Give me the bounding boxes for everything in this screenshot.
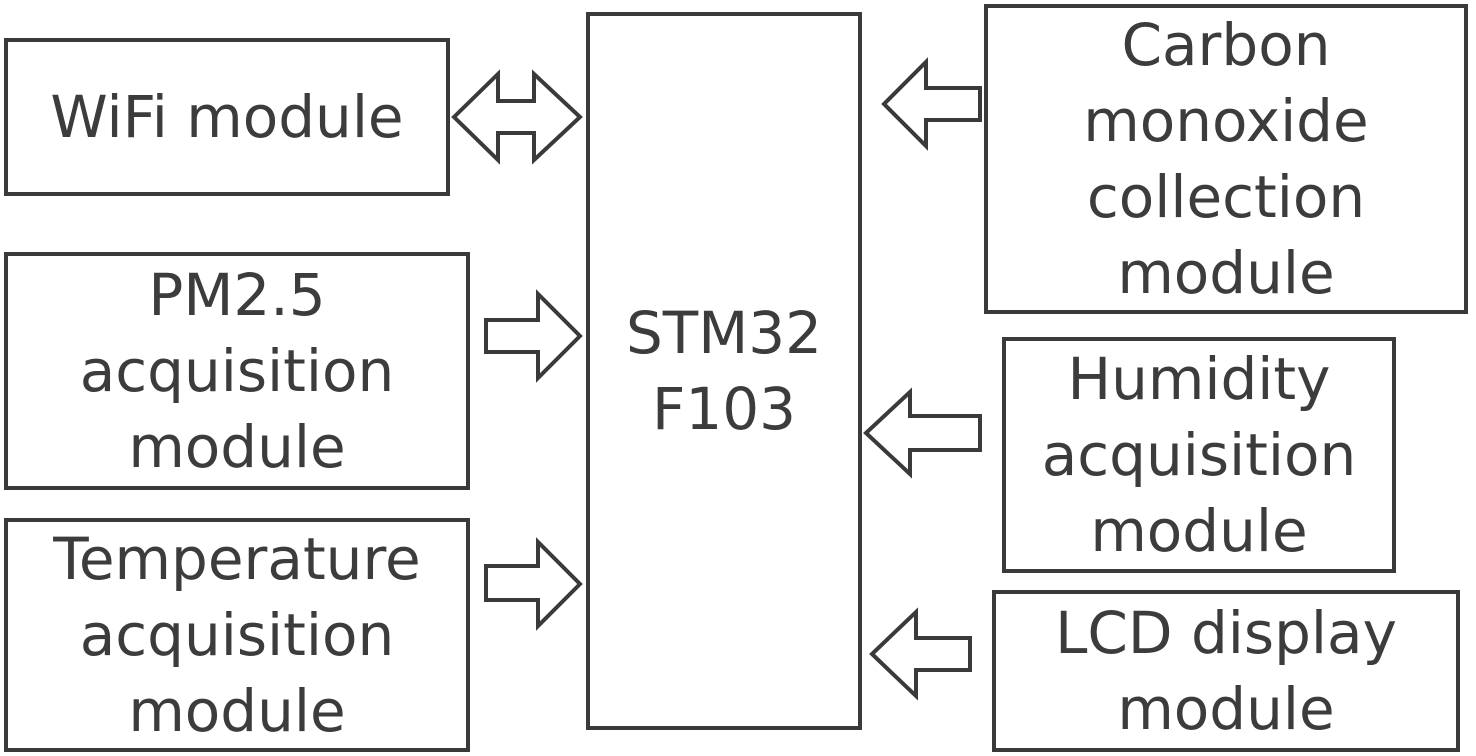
lcd-display-module-box: LCD display module <box>992 590 1460 752</box>
humidity-label-line-3: module <box>1090 497 1308 565</box>
wifi-bidirectional-arrow <box>451 69 583 165</box>
temperature-label-line-2: acquisition <box>79 601 395 669</box>
wifi-module-box: WiFi module <box>4 38 450 196</box>
carbon-monoxide-collection-module-box: Carbon monoxide collection module <box>984 4 1468 314</box>
temperature-label-line-3: module <box>128 677 346 745</box>
carbon-monoxide-to-mcu-arrow <box>881 57 982 151</box>
humidity-label-line-1: Humidity <box>1067 345 1331 413</box>
carbon-monoxide-label-line-2: monoxide <box>1083 87 1369 155</box>
temperature-label-line-1: Temperature <box>53 525 421 593</box>
wifi-module-label-line-1: WiFi module <box>50 83 404 151</box>
humidity-acquisition-module-box: Humidity acquisition module <box>1002 337 1396 573</box>
mcu-label-line-2: F103 <box>651 375 797 443</box>
humidity-to-mcu-arrow <box>863 387 982 479</box>
pm25-label-line-3: module <box>128 413 346 481</box>
pm25-label-line-2: acquisition <box>79 337 395 405</box>
pm25-label-line-1: PM2.5 <box>148 261 326 329</box>
pm25-to-mcu-arrow <box>484 289 583 383</box>
lcd-label-line-2: module <box>1117 675 1335 743</box>
carbon-monoxide-label-line-3: collection <box>1086 163 1366 231</box>
humidity-label-line-2: acquisition <box>1041 421 1357 489</box>
mcu-label-line-1: STM32 <box>625 299 823 367</box>
lcd-label-line-1: LCD display <box>1055 599 1397 667</box>
pm25-acquisition-module-box: PM2.5 acquisition module <box>4 252 470 490</box>
carbon-monoxide-label-line-1: Carbon <box>1121 11 1331 79</box>
temperature-acquisition-module-box: Temperature acquisition module <box>4 518 470 752</box>
carbon-monoxide-label-line-4: module <box>1117 239 1335 307</box>
stm32-mcu-box: STM32 F103 <box>586 12 862 730</box>
lcd-to-mcu-arrow <box>869 607 972 701</box>
temperature-to-mcu-arrow <box>484 537 583 631</box>
